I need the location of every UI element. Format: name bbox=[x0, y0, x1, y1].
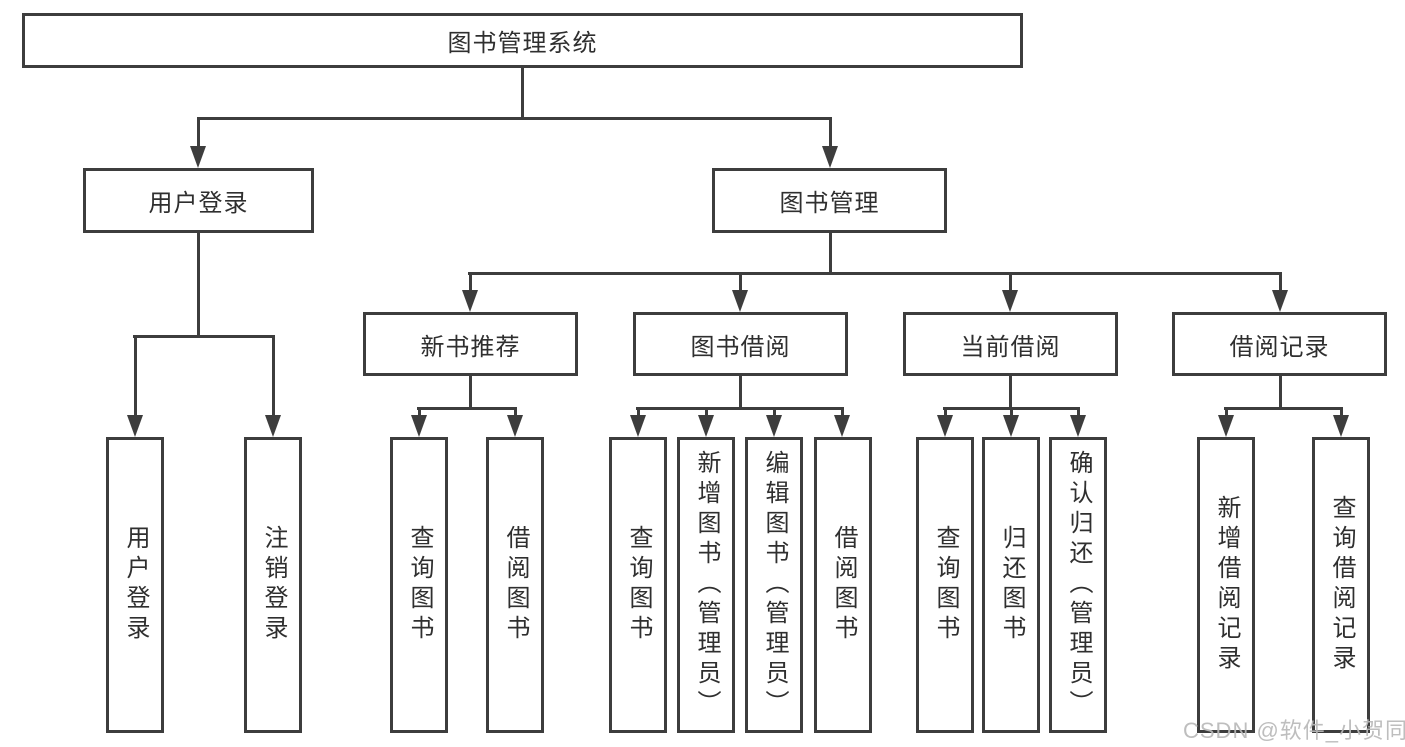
arrowhead-current bbox=[1002, 290, 1018, 312]
node-new-book-recommend: 新书推荐 bbox=[363, 312, 578, 376]
leaf-newbook-query-books: 查询图书 bbox=[390, 437, 448, 733]
connector-to-records bbox=[1279, 272, 1282, 292]
arrowhead-borrowing bbox=[732, 290, 748, 312]
connector-to-br-add bbox=[1225, 407, 1228, 417]
node-current-borrowing: 当前借阅 bbox=[903, 312, 1118, 376]
connector-borrowing-stem bbox=[739, 375, 742, 409]
node-borrowing-records: 借阅记录 bbox=[1172, 312, 1387, 376]
leaf-current-confirm-return-admin: 确认归还（管理员） bbox=[1049, 437, 1107, 733]
arrowhead-br-query bbox=[1333, 415, 1349, 437]
arrowhead-records bbox=[1272, 290, 1288, 312]
connector-records-stem bbox=[1279, 375, 1282, 409]
connector-new-books-splitter bbox=[417, 407, 517, 410]
connector-borrowing-splitter bbox=[636, 407, 844, 410]
leaf-borrowing-edit-books-admin: 编辑图书（管理员） bbox=[745, 437, 803, 733]
arrowhead-cb-query bbox=[937, 415, 953, 437]
arrowhead-cb-confirm bbox=[1070, 415, 1086, 437]
connector-root-splitter bbox=[197, 117, 831, 120]
connector-to-leaf-user-login bbox=[134, 335, 137, 417]
connector-new-books-stem bbox=[469, 375, 472, 409]
arrowhead-nb-query bbox=[411, 415, 427, 437]
leaf-user-login: 用户登录 bbox=[106, 437, 164, 733]
arrowhead-br-add bbox=[1218, 415, 1234, 437]
leaf-current-return-books: 归还图书 bbox=[982, 437, 1040, 733]
arrowhead-leaf-logout bbox=[265, 415, 281, 437]
connector-to-nb-borrow bbox=[514, 407, 517, 417]
connector-to-cb-confirm bbox=[1077, 407, 1080, 417]
arrowhead-user-login bbox=[190, 146, 206, 168]
connector-book-mgmt-stem bbox=[829, 232, 832, 275]
leaf-logout: 注销登录 bbox=[244, 437, 302, 733]
connector-to-cb-query bbox=[944, 407, 947, 417]
arrowhead-bb-edit bbox=[766, 415, 782, 437]
leaf-borrowing-borrow-books: 借阅图书 bbox=[814, 437, 872, 733]
connector-to-user-login bbox=[197, 117, 200, 149]
arrowhead-bb-add bbox=[698, 415, 714, 437]
leaf-records-add-record: 新增借阅记录 bbox=[1197, 437, 1255, 733]
arrowhead-bb-borrow bbox=[834, 415, 850, 437]
node-book-management: 图书管理 bbox=[712, 168, 947, 233]
arrowhead-cb-return bbox=[1003, 415, 1019, 437]
connector-root-stem bbox=[521, 67, 524, 119]
arrowhead-nb-borrow bbox=[507, 415, 523, 437]
csdn-watermark: CSDN @软件_小贺同学 bbox=[1183, 718, 1405, 743]
connector-to-bb-add bbox=[705, 407, 708, 417]
arrowhead-book-management bbox=[822, 146, 838, 168]
connector-book-mgmt-splitter bbox=[468, 272, 1282, 275]
connector-to-cb-return bbox=[1010, 407, 1013, 417]
arrowhead-bb-query bbox=[630, 415, 646, 437]
node-book-borrowing: 图书借阅 bbox=[633, 312, 848, 376]
connector-to-bb-edit bbox=[773, 407, 776, 417]
connector-to-current bbox=[1009, 272, 1012, 292]
connector-user-login-stem bbox=[197, 232, 200, 338]
connector-user-login-splitter bbox=[133, 335, 275, 338]
connector-to-borrowing bbox=[739, 272, 742, 292]
connector-records-splitter bbox=[1224, 407, 1343, 410]
connector-to-book-management bbox=[829, 117, 832, 149]
connector-current-stem bbox=[1009, 375, 1012, 409]
leaf-records-query-record: 查询借阅记录 bbox=[1312, 437, 1370, 733]
arrowhead-new-books bbox=[462, 290, 478, 312]
arrowhead-leaf-user-login bbox=[127, 415, 143, 437]
connector-to-bb-query bbox=[637, 407, 640, 417]
connector-to-bb-borrow bbox=[841, 407, 844, 417]
leaf-current-query-books: 查询图书 bbox=[916, 437, 974, 733]
connector-to-nb-query bbox=[418, 407, 421, 417]
leaf-borrowing-add-books-admin: 新增图书（管理员） bbox=[677, 437, 735, 733]
connector-to-new-books bbox=[469, 272, 472, 292]
leaf-borrowing-query-books: 查询图书 bbox=[609, 437, 667, 733]
node-user-login: 用户登录 bbox=[83, 168, 314, 233]
node-root: 图书管理系统 bbox=[22, 13, 1023, 68]
leaf-newbook-borrow-books: 借阅图书 bbox=[486, 437, 544, 733]
connector-to-leaf-logout bbox=[272, 335, 275, 417]
connector-to-br-query bbox=[1340, 407, 1343, 417]
